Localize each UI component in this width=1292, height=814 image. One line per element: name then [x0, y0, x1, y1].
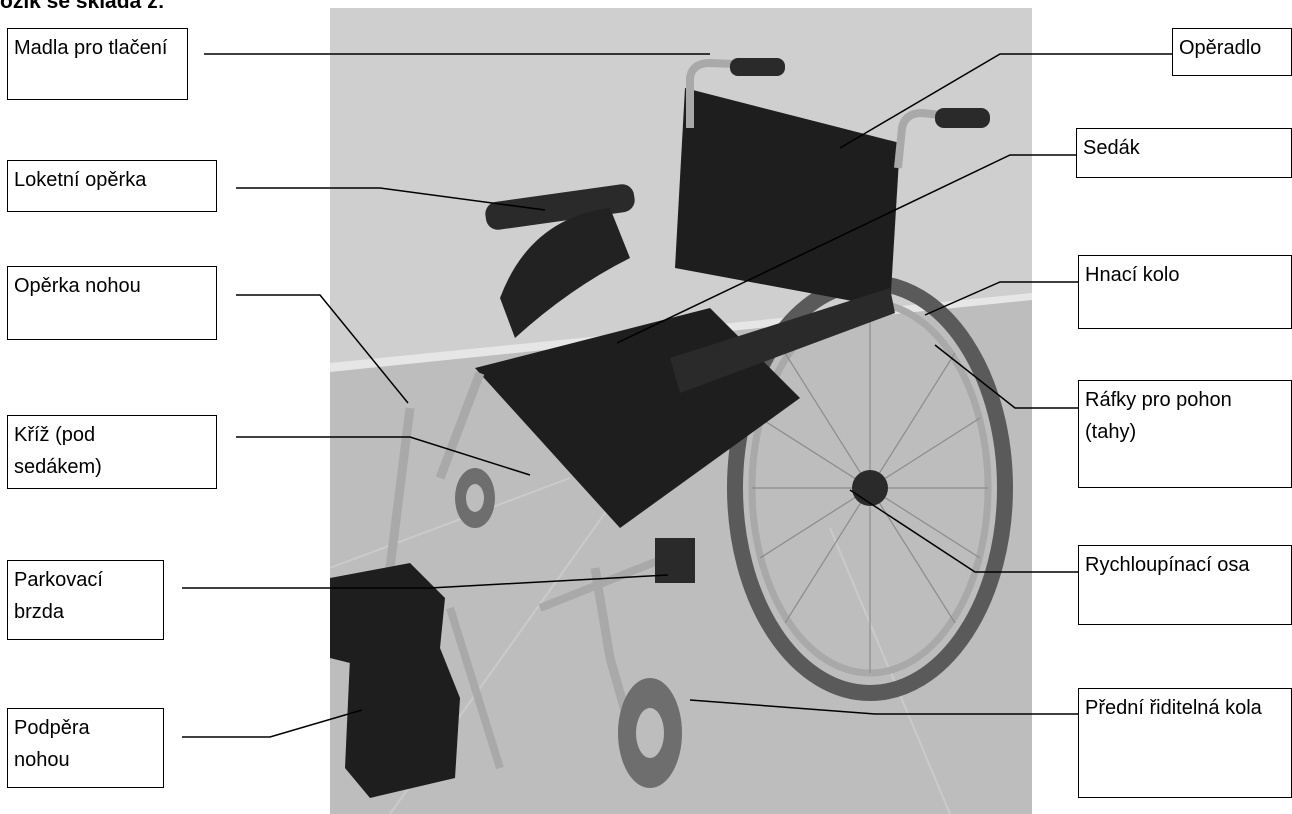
label-operadlo: Opěradlo	[1172, 28, 1292, 76]
wheelchair-photo	[330, 8, 1032, 814]
label-parkovaci-brzda: Parkovací brzda	[7, 560, 164, 640]
label-rychloupinaci-osa: Rychloupínací osa	[1078, 545, 1292, 625]
label-sedak: Sedák	[1076, 128, 1292, 178]
label-hnaci-kolo: Hnací kolo	[1078, 255, 1292, 329]
label-loketni-operka: Loketní opěrka	[7, 160, 217, 212]
label-podpera-nohou: Podpěra nohou	[7, 708, 164, 788]
label-predni-riditelna-kola: Přední řiditelná kola	[1078, 688, 1292, 798]
label-madla-pro-tlaceni: Madla pro tlačení	[7, 28, 188, 100]
label-rafky-pro-pohon: Ráfky pro pohon (tahy)	[1078, 380, 1292, 488]
page-heading: ozík se skládá z:	[0, 0, 165, 14]
label-kriz-pod-sedakem: Kříž (pod sedákem)	[7, 415, 217, 489]
label-operka-nohou: Opěrka nohou	[7, 266, 217, 340]
wheelchair-illustration	[330, 8, 1032, 814]
